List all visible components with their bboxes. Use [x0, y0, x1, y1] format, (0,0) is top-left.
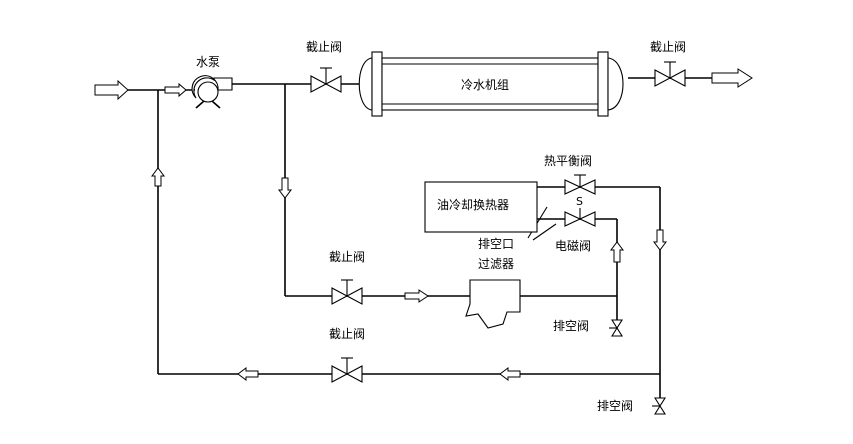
flow-arrow-left-up — [151, 167, 165, 187]
flow-arrow-inlet — [164, 82, 187, 98]
oil-cooler-box — [424, 181, 538, 233]
heat-balance-valve — [564, 174, 596, 195]
flow-arrow-right-down — [653, 229, 667, 251]
flow-arrow-to-filter — [404, 289, 429, 303]
flow-arrow-branch-down — [278, 177, 292, 199]
stop-valve-outlet — [654, 61, 686, 87]
stop-valve-top — [310, 67, 342, 93]
stop-valve-bottom-label: 截止阀 — [329, 327, 366, 341]
pump-symbol — [191, 75, 233, 109]
stop-valve-outlet-label: 截止阀 — [650, 40, 687, 54]
flow-arrow-riser — [610, 241, 624, 263]
chiller-label: 冷水机组 — [461, 78, 510, 92]
solenoid-valve-symbol — [564, 208, 596, 227]
drain-valve-bottom-symbol — [652, 397, 666, 415]
drain-valve-bottom-label: 排空阀 — [597, 399, 634, 413]
oil-cooler-label: 油冷却换热器 — [437, 198, 510, 212]
vent-port-label: 排空口 — [478, 237, 515, 251]
filter-symbol — [465, 279, 521, 329]
flow-arrow-bottom-left — [237, 367, 259, 381]
flow-arrow-bottom-right — [499, 367, 521, 381]
chiller-unit — [358, 51, 624, 117]
solenoid-valve-label: 电磁阀 — [555, 239, 592, 253]
stop-valve-top-label: 截止阀 — [306, 40, 343, 54]
solenoid-marker: S — [576, 195, 583, 208]
heat-balance-valve-label: 热平衡阀 — [544, 154, 593, 168]
drain-valve-mid-label: 排空阀 — [553, 319, 590, 333]
pipe-network — [128, 77, 712, 405]
pump-label: 水泵 — [196, 55, 221, 69]
stop-valve-bottom — [331, 357, 363, 383]
vent-leader-2 — [532, 223, 557, 241]
filter-label: 过滤器 — [478, 257, 515, 271]
flow-arrows — [151, 82, 667, 381]
inlet-arrow — [94, 79, 129, 101]
stop-valve-middle — [331, 279, 363, 305]
drain-valve-mid-symbol — [609, 319, 623, 337]
outlet-arrow — [711, 68, 753, 88]
stop-valve-middle-label: 截止阀 — [329, 250, 366, 264]
